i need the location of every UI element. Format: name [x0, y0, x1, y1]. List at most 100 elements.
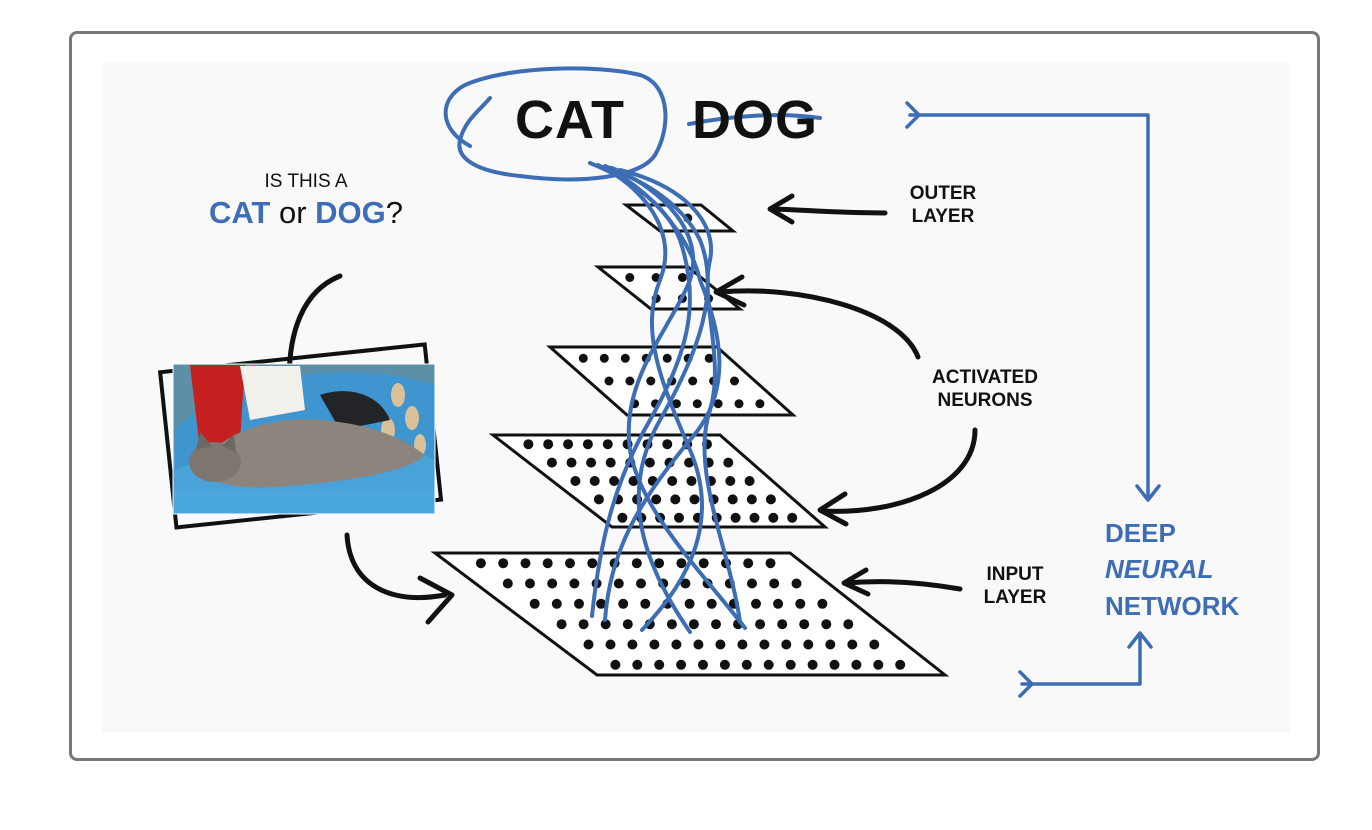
neuron-dot: [678, 273, 687, 282]
activation-path: [618, 168, 742, 624]
neuron-dot: [723, 457, 734, 468]
neuron-dot: [704, 353, 714, 363]
neuron-dot: [628, 476, 639, 486]
neuron-dot: [649, 639, 660, 650]
neuron-dot: [574, 598, 584, 609]
activated-pointer-lower-head: [817, 491, 849, 527]
question-mark: ?: [385, 195, 404, 230]
neuron-dot: [671, 399, 681, 409]
input-layer: [430, 551, 950, 677]
neuron-dot: [547, 578, 558, 589]
neuron-dot: [593, 494, 604, 505]
neuron-dot: [640, 598, 651, 609]
neuron-dot: [618, 598, 629, 609]
neuron-dot: [520, 558, 531, 569]
neuron-dot: [719, 659, 730, 670]
neuron-dot: [627, 639, 638, 650]
neuron-dot: [689, 494, 700, 505]
neuron-dot: [807, 659, 818, 670]
neuron-dot: [825, 639, 836, 650]
neuron-dot: [763, 659, 774, 670]
input-layer-label-line: INPUT: [986, 564, 1044, 585]
neuron-dot: [546, 457, 557, 468]
neuron-dot: [671, 639, 682, 650]
neuron-dot: [646, 376, 656, 386]
bottom-bracket-line: [1020, 633, 1142, 686]
bottom-bracket-tail: [1018, 670, 1034, 698]
activated-pointer-lower: [819, 427, 978, 514]
cat-body: [200, 419, 425, 488]
neuron-dot: [895, 659, 906, 670]
photo-border: [172, 363, 436, 515]
neuron-dot: [600, 619, 611, 630]
activated-pointer-upper: [717, 288, 921, 360]
neuron-dot: [781, 639, 792, 650]
neuron-dot: [698, 659, 708, 670]
neuron-dot: [551, 598, 562, 609]
neuron-dot: [625, 376, 635, 386]
neuron-dot: [787, 512, 798, 523]
neuron-dot: [620, 353, 630, 363]
neuron-dot: [765, 558, 776, 569]
neuron-dot: [727, 494, 738, 505]
neuron-dot: [711, 619, 721, 630]
neuron-dot: [725, 476, 736, 486]
photo-to-input-arrowhead: [417, 575, 455, 625]
input-layer-label: INPUT LAYER: [955, 564, 1075, 610]
activation-path: [603, 164, 710, 634]
neuron-dot: [751, 598, 761, 609]
neuron-dot: [749, 512, 760, 523]
neuron-dot: [777, 619, 788, 630]
neuron-dot: [605, 457, 616, 468]
neuron-dot: [502, 578, 513, 589]
neuron-dot: [589, 476, 600, 486]
neuron-dot: [803, 639, 814, 650]
neuron-dot: [817, 598, 828, 609]
neuron-dot: [821, 619, 832, 630]
neuron-dot: [773, 598, 784, 609]
question-or: or: [270, 195, 316, 230]
basket-hole: [391, 383, 405, 407]
neuron-dots: [475, 213, 906, 670]
cat-head: [189, 442, 241, 482]
outer-layer-pointer-head: [767, 193, 795, 225]
neuron-dot: [525, 578, 535, 589]
neuron-dot: [676, 659, 687, 670]
neuron-dot: [529, 598, 540, 609]
neuron-dot: [799, 619, 810, 630]
dark-cloth: [320, 391, 390, 430]
neuron-dot: [698, 558, 709, 569]
neuron-dot: [674, 512, 684, 523]
neuron-dot: [605, 639, 616, 650]
neuron-dot: [873, 659, 884, 670]
neuron-dot: [676, 558, 687, 569]
neuron-dot: [609, 476, 620, 486]
neuron-dot: [744, 476, 755, 486]
neuron-dot: [741, 659, 752, 670]
neuron-dot: [622, 619, 633, 630]
neuron-dot: [578, 619, 589, 630]
neuron-dot: [596, 598, 607, 609]
neuron-dot: [667, 476, 678, 486]
neuron-dot: [583, 639, 594, 650]
neuron-dot: [768, 512, 779, 523]
basket-hole: [405, 406, 419, 430]
neuron-dot: [599, 353, 609, 363]
neuron-dot: [670, 494, 681, 505]
activated-neurons-label-line: ACTIVATED: [932, 367, 1038, 388]
neuron-dot: [765, 494, 776, 505]
neuron-dot: [680, 578, 691, 589]
neuron-dot: [688, 619, 699, 630]
neuron-dot: [730, 376, 739, 386]
neuron-dot: [570, 476, 581, 486]
neuron-dot: [829, 659, 840, 670]
neuron-dot: [666, 619, 677, 630]
input-layer-pointer: [843, 579, 963, 592]
neuron-dot: [604, 376, 614, 386]
deep-neural-network-label: DEEP NEURAL NETWORK: [1105, 515, 1285, 624]
cat-photo: [157, 342, 444, 530]
neuron-dot: [847, 639, 858, 650]
neuron-dot: [734, 399, 744, 409]
top-bracket-line: [908, 113, 1150, 500]
